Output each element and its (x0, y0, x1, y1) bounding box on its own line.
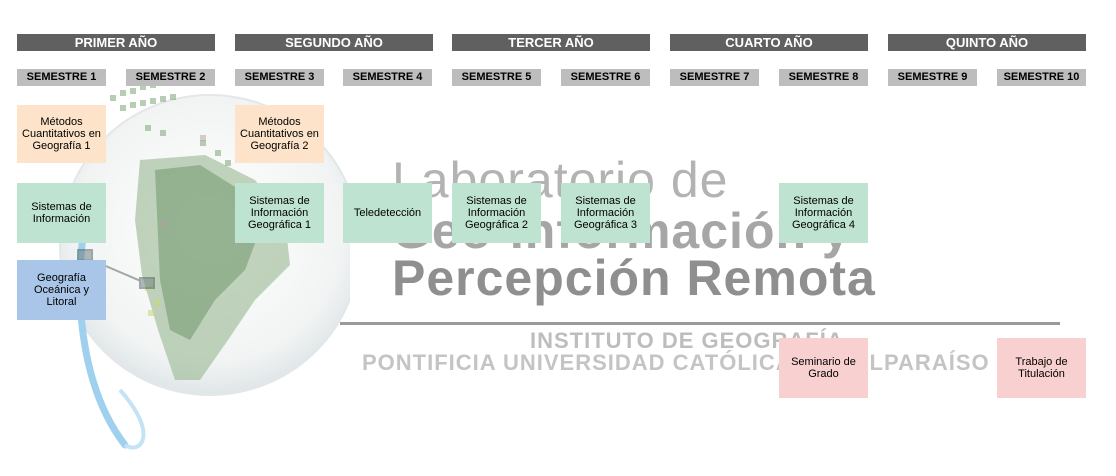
course-label: Sistemas de Información Geográfica 2 (465, 195, 528, 231)
watermark-line-universidad: PONTIFICIA UNIVERSIDAD CATÓLICA DE VALPA… (362, 350, 990, 375)
year-header-4: CUARTO AÑO (670, 34, 868, 51)
course-seminario-de-grado[interactable]: Seminario de Grado (779, 338, 868, 398)
course-label: Sistemas de Información Geográfica 3 (574, 195, 637, 231)
year-header-1: PRIMER AÑO (17, 34, 215, 51)
course-label: Seminario de Grado (791, 356, 856, 380)
watermark-line-percepcion-remota: Percepción Remota (392, 250, 876, 306)
semester-header-4: SEMESTRE 4 (343, 69, 432, 86)
year-header-3: TERCER AÑO (452, 34, 650, 51)
watermark-divider (340, 322, 1060, 325)
year-header-5: QUINTO AÑO (888, 34, 1086, 51)
course-label: Trabajo de Titulación (1015, 356, 1068, 380)
semester-header-7: SEMESTRE 7 (670, 69, 759, 86)
course-geografia-oceanica-litoral[interactable]: Geografía Oceánica y Litoral (17, 260, 106, 320)
course-label: Métodos Cuantitativos en Geografía 2 (240, 116, 319, 152)
course-sig-1[interactable]: Sistemas de Información Geográfica 1 (235, 183, 324, 243)
course-label: Sistemas de Información (31, 201, 92, 225)
course-sig-4[interactable]: Sistemas de Información Geográfica 4 (779, 183, 868, 243)
watermark-line-laboratorio: Laboratorio de (392, 152, 729, 208)
semester-header-10: SEMESTRE 10 (997, 69, 1086, 86)
semester-header-2: SEMESTRE 2 (126, 69, 215, 86)
course-sig-2[interactable]: Sistemas de Información Geográfica 2 (452, 183, 541, 243)
course-metodos-cuantitativos-1[interactable]: Métodos Cuantitativos en Geografía 1 (17, 105, 106, 163)
course-label: Teledetección (353, 207, 422, 219)
semester-header-5: SEMESTRE 5 (452, 69, 541, 86)
semester-header-6: SEMESTRE 6 (561, 69, 650, 86)
semester-header-8: SEMESTRE 8 (779, 69, 868, 86)
watermark-line-instituto: INSTITUTO DE GEOGRAFÍA (530, 328, 844, 353)
year-header-2: SEGUNDO AÑO (235, 34, 433, 51)
course-trabajo-de-titulacion[interactable]: Trabajo de Titulación (997, 338, 1086, 398)
course-metodos-cuantitativos-2[interactable]: Métodos Cuantitativos en Geografía 2 (235, 105, 324, 163)
course-label: Sistemas de Información Geográfica 1 (248, 195, 311, 231)
course-teledeteccion[interactable]: Teledetección (343, 183, 432, 243)
course-label: Geografía Oceánica y Litoral (33, 272, 90, 308)
course-label: Métodos Cuantitativos en Geografía 1 (22, 116, 101, 152)
semester-header-3: SEMESTRE 3 (235, 69, 324, 86)
course-sistemas-de-informacion[interactable]: Sistemas de Información (17, 183, 106, 243)
semester-header-1: SEMESTRE 1 (17, 69, 106, 86)
course-sig-3[interactable]: Sistemas de Información Geográfica 3 (561, 183, 650, 243)
semester-header-9: SEMESTRE 9 (888, 69, 977, 86)
course-label: Sistemas de Información Geográfica 4 (792, 195, 855, 231)
